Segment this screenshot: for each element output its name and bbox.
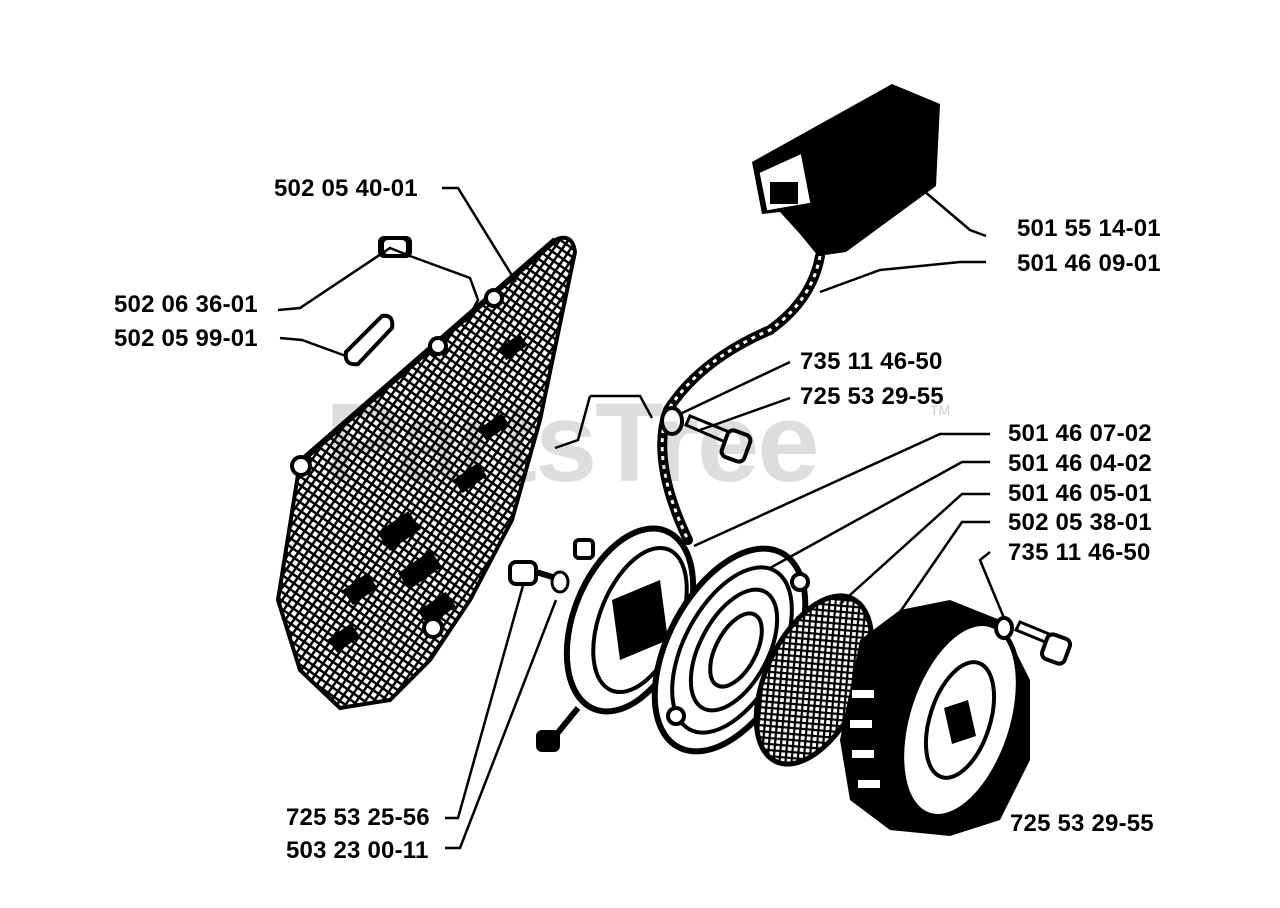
pulley-screw: [508, 560, 570, 594]
washer-right: [994, 616, 1014, 640]
part-label-cover-screw-top[interactable]: 502 06 36-01: [114, 291, 258, 318]
starter-cover: [275, 235, 578, 711]
part-label-recoil-spring[interactable]: 501 46 04-02: [1008, 450, 1152, 477]
part-label-cover-pin[interactable]: 502 05 99-01: [114, 325, 258, 352]
watermark-trademark: TM: [930, 402, 951, 418]
part-label-handle[interactable]: 501 55 14-01: [1017, 215, 1161, 242]
leader-lines: [277, 173, 1006, 850]
part-label-washer-right[interactable]: 735 11 46-50: [1008, 539, 1151, 566]
part-label-pulley-washer[interactable]: 503 23 00-11: [286, 837, 429, 864]
part-label-spring-cover[interactable]: 501 46 05-01: [1008, 480, 1152, 507]
screw-right: [1013, 620, 1073, 666]
part-label-washer-top[interactable]: 735 11 46-50: [800, 348, 943, 375]
starter-handle: [752, 84, 940, 256]
part-label-rope[interactable]: 501 46 09-01: [1017, 250, 1161, 277]
washer-top: [660, 406, 684, 436]
fan-housing: [840, 600, 1030, 836]
part-label-guide-bushing[interactable]: 502 05 40-01: [274, 175, 418, 202]
part-label-screw-center[interactable]: 725 53 25-56: [286, 804, 430, 831]
cover-pin: [343, 313, 395, 367]
part-label-screw-top[interactable]: 725 53 29-55: [800, 383, 944, 410]
part-label-screw-bottom-right[interactable]: 725 53 29-55: [1010, 810, 1154, 837]
screw-top: [684, 414, 753, 464]
part-label-air-screen[interactable]: 502 05 38-01: [1008, 509, 1152, 536]
part-label-rope-pulley[interactable]: 501 46 07-02: [1008, 420, 1152, 447]
watermark: PartsTree: [325, 380, 820, 505]
